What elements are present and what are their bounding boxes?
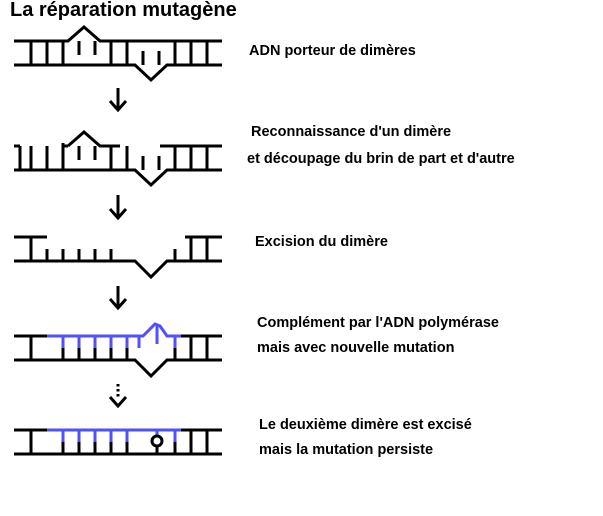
arrow-4-dotted [108, 384, 128, 409]
bottom-strand [14, 168, 222, 188]
dna-step-1 [14, 25, 222, 83]
dna-step-3 [14, 235, 222, 280]
dna-step-5 [14, 428, 222, 456]
arrow-2-solid [108, 195, 128, 221]
arrow-head-icon [108, 298, 128, 311]
arrow-head-icon [108, 396, 128, 409]
new-strand [47, 322, 181, 338]
arrow-dot [116, 389, 120, 392]
arrow-head-icon [108, 208, 128, 221]
step-4-label-line-1: Complément par l'ADN polymérase [257, 315, 499, 331]
arrow-3-solid [108, 286, 128, 311]
top-strand [14, 25, 222, 43]
dna-step-4 [14, 322, 222, 379]
mutation-loop [150, 434, 164, 448]
diagram-title: La réparation mutagène [10, 0, 237, 21]
step-5-label-line-2: mais la mutation persiste [259, 442, 434, 458]
step-2-label-line-1: Reconnaissance d'un dimère [251, 124, 452, 140]
dna-step-2 [14, 130, 222, 188]
step-1-label: ADN porteur de dimères [249, 43, 416, 59]
arrow-head-icon [108, 100, 128, 113]
top-strand-middle [67, 130, 120, 148]
step-3-label: Excision du dimère [255, 234, 388, 250]
bottom-strand [14, 259, 222, 280]
step-5-label-line-1: Le deuxième dimère est excisé [259, 417, 472, 433]
arrow-dot [116, 384, 120, 387]
arrow-dot [116, 394, 120, 397]
arrow-1-solid [108, 88, 128, 113]
bottom-strand [14, 358, 222, 379]
bottom-strand [14, 63, 222, 83]
step-4-label-line-2: mais avec nouvelle mutation [257, 340, 455, 356]
step-2-label-line-2: et découpage du brin de part et d'autre [247, 151, 515, 167]
